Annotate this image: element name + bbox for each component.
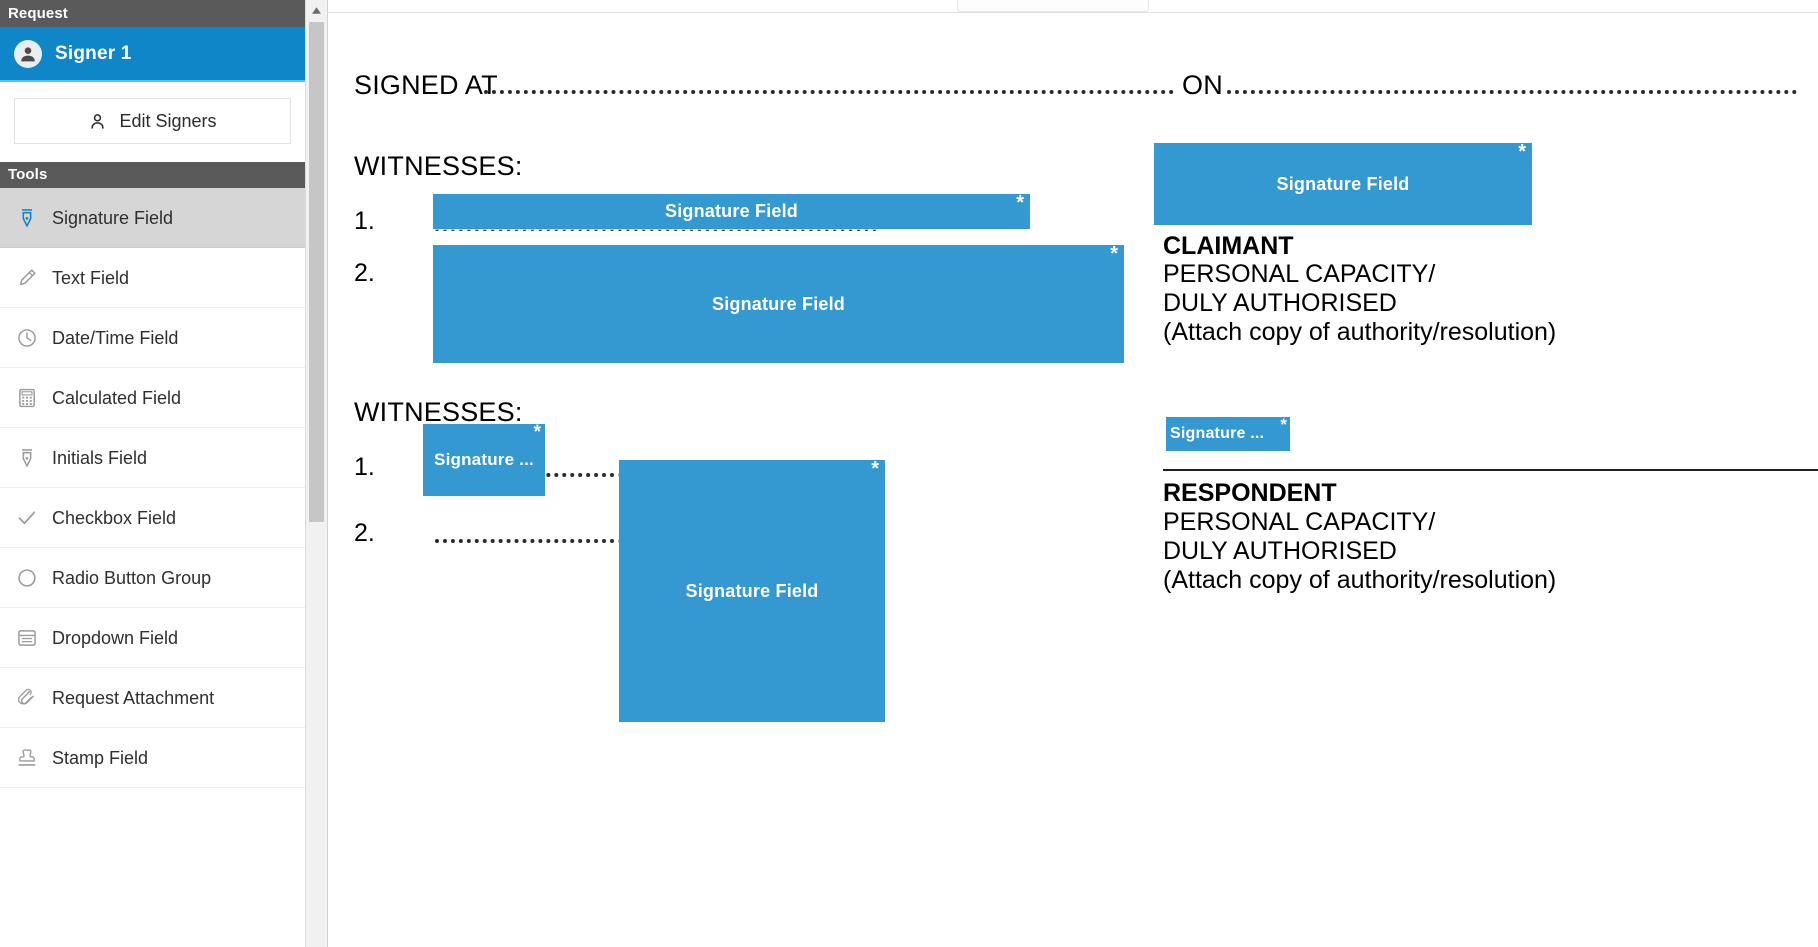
document-viewer: SIGNED AT ON WITNESSES: 1. 2. WITNESSES:… bbox=[327, 0, 1818, 947]
request-section-header: Request bbox=[0, 0, 305, 27]
signature-field-respondent[interactable]: * Signature ... bbox=[1166, 417, 1290, 451]
required-asterisk-icon: * bbox=[1280, 417, 1287, 434]
tool-label: Dropdown Field bbox=[52, 627, 179, 648]
tool-item-dropdown-field[interactable]: Dropdown Field bbox=[0, 608, 305, 668]
required-asterisk-icon: * bbox=[1016, 194, 1024, 214]
tool-label: Initials Field bbox=[52, 447, 148, 468]
claimant-line-2: DULY AUTHORISED bbox=[1163, 289, 1397, 317]
tool-item-signature-field[interactable]: Signature Field bbox=[0, 188, 305, 248]
user-avatar-icon bbox=[14, 39, 42, 68]
calculator-icon bbox=[14, 385, 40, 411]
signature-field-witness-2b[interactable]: * Signature Field bbox=[619, 460, 885, 722]
edit-signers-button[interactable]: Edit Signers bbox=[14, 98, 291, 144]
signature-field-label: Signature Field bbox=[664, 201, 799, 221]
tool-item-request-attachment[interactable]: Request Attachment bbox=[0, 668, 305, 728]
tools-section-header: Tools bbox=[0, 162, 305, 188]
witnesses-label-1: WITNESSES: bbox=[354, 151, 523, 181]
scroll-up-arrow-icon[interactable] bbox=[306, 0, 327, 21]
required-asterisk-icon: * bbox=[1110, 245, 1118, 265]
signature-field-label: Signature ... bbox=[1170, 425, 1265, 442]
sidebar-scrollbar[interactable] bbox=[305, 0, 328, 947]
signature-field-label: Signature Field bbox=[1276, 173, 1410, 194]
tool-label: Stamp Field bbox=[52, 747, 149, 768]
scrollbar-thumb[interactable] bbox=[309, 22, 324, 522]
signed-at-dotted-line bbox=[484, 86, 1174, 94]
pen-nib-icon bbox=[14, 445, 40, 471]
tool-label: Signature Field bbox=[52, 207, 174, 228]
tools-list: Signature Field Text Field Date/Time Fie… bbox=[0, 188, 305, 788]
checkmark-icon bbox=[14, 505, 40, 531]
required-asterisk-icon: * bbox=[533, 424, 541, 443]
user-icon bbox=[88, 112, 107, 131]
witnesses-label-2: WITNESSES: bbox=[354, 397, 523, 427]
claimant-line-1: PERSONAL CAPACITY/ bbox=[1163, 260, 1436, 288]
tool-item-checkbox-field[interactable]: Checkbox Field bbox=[0, 488, 305, 548]
list-box-icon bbox=[14, 625, 40, 651]
signature-field-witness-1b[interactable]: * Signature ... bbox=[423, 424, 545, 496]
respondent-line-1: PERSONAL CAPACITY/ bbox=[1163, 508, 1436, 536]
signed-at-label: SIGNED AT bbox=[354, 70, 498, 100]
edit-signers-label: Edit Signers bbox=[119, 110, 217, 131]
paperclip-icon bbox=[14, 685, 40, 711]
edit-signers-container: Edit Signers bbox=[0, 82, 305, 162]
witness-item-number-1b: 1. bbox=[354, 453, 375, 481]
tool-label: Calculated Field bbox=[52, 387, 182, 408]
stamp-icon bbox=[14, 745, 40, 771]
signature-field-label: Signature ... bbox=[434, 450, 534, 469]
toolbar-control-partial bbox=[957, 0, 1149, 12]
required-asterisk-icon: * bbox=[1518, 143, 1526, 163]
tool-label: Checkbox Field bbox=[52, 507, 177, 528]
tool-item-initials-field[interactable]: Initials Field bbox=[0, 428, 305, 488]
signature-field-claimant[interactable]: * Signature Field bbox=[1154, 143, 1532, 225]
witness-item-number-2b: 2. bbox=[354, 519, 375, 547]
signature-field-witness-2a[interactable]: * Signature Field bbox=[433, 245, 1124, 363]
signer-name-label: Signer 1 bbox=[55, 42, 132, 64]
on-dotted-line bbox=[1227, 86, 1797, 94]
signature-field-label: Signature Field bbox=[711, 293, 846, 314]
tool-item-date-time-field[interactable]: Date/Time Field bbox=[0, 308, 305, 368]
respondent-signature-rule bbox=[1163, 469, 1818, 471]
circle-icon bbox=[14, 565, 40, 591]
signature-field-label: Signature Field bbox=[685, 580, 819, 601]
tool-item-text-field[interactable]: Text Field bbox=[0, 248, 305, 308]
pencil-icon bbox=[14, 265, 40, 291]
signer-row-signer-1[interactable]: Signer 1 bbox=[0, 27, 305, 82]
document-page: SIGNED AT ON WITNESSES: 1. 2. WITNESSES:… bbox=[327, 13, 1818, 947]
tool-label: Radio Button Group bbox=[52, 567, 212, 588]
tool-item-calculated-field[interactable]: Calculated Field bbox=[0, 368, 305, 428]
clock-icon bbox=[14, 325, 40, 351]
tool-item-radio-button-group[interactable]: Radio Button Group bbox=[0, 548, 305, 608]
tool-item-stamp-field[interactable]: Stamp Field bbox=[0, 728, 305, 788]
tool-label: Request Attachment bbox=[52, 687, 215, 708]
witness-item-number-2a: 2. bbox=[354, 259, 375, 287]
tool-label: Date/Time Field bbox=[52, 327, 179, 348]
required-asterisk-icon: * bbox=[871, 460, 879, 480]
pen-nib-icon bbox=[14, 205, 40, 231]
respondent-line-2: DULY AUTHORISED bbox=[1163, 537, 1397, 565]
respondent-line-3: (Attach copy of authority/resolution) bbox=[1163, 566, 1557, 594]
claimant-title: CLAIMANT bbox=[1163, 232, 1294, 260]
witness-line-1a bbox=[435, 223, 877, 231]
toolbar-bottom-edge bbox=[327, 0, 1818, 13]
signature-field-witness-1a[interactable]: * Signature Field bbox=[433, 194, 1030, 229]
claimant-line-3: (Attach copy of authority/resolution) bbox=[1163, 318, 1557, 346]
left-sidebar: Request Signer 1 Edit Signers Tools bbox=[0, 0, 305, 947]
witness-item-number-1a: 1. bbox=[354, 207, 375, 235]
on-label: ON bbox=[1182, 70, 1223, 100]
respondent-title: RESPONDENT bbox=[1163, 479, 1337, 507]
tool-label: Text Field bbox=[52, 267, 130, 288]
